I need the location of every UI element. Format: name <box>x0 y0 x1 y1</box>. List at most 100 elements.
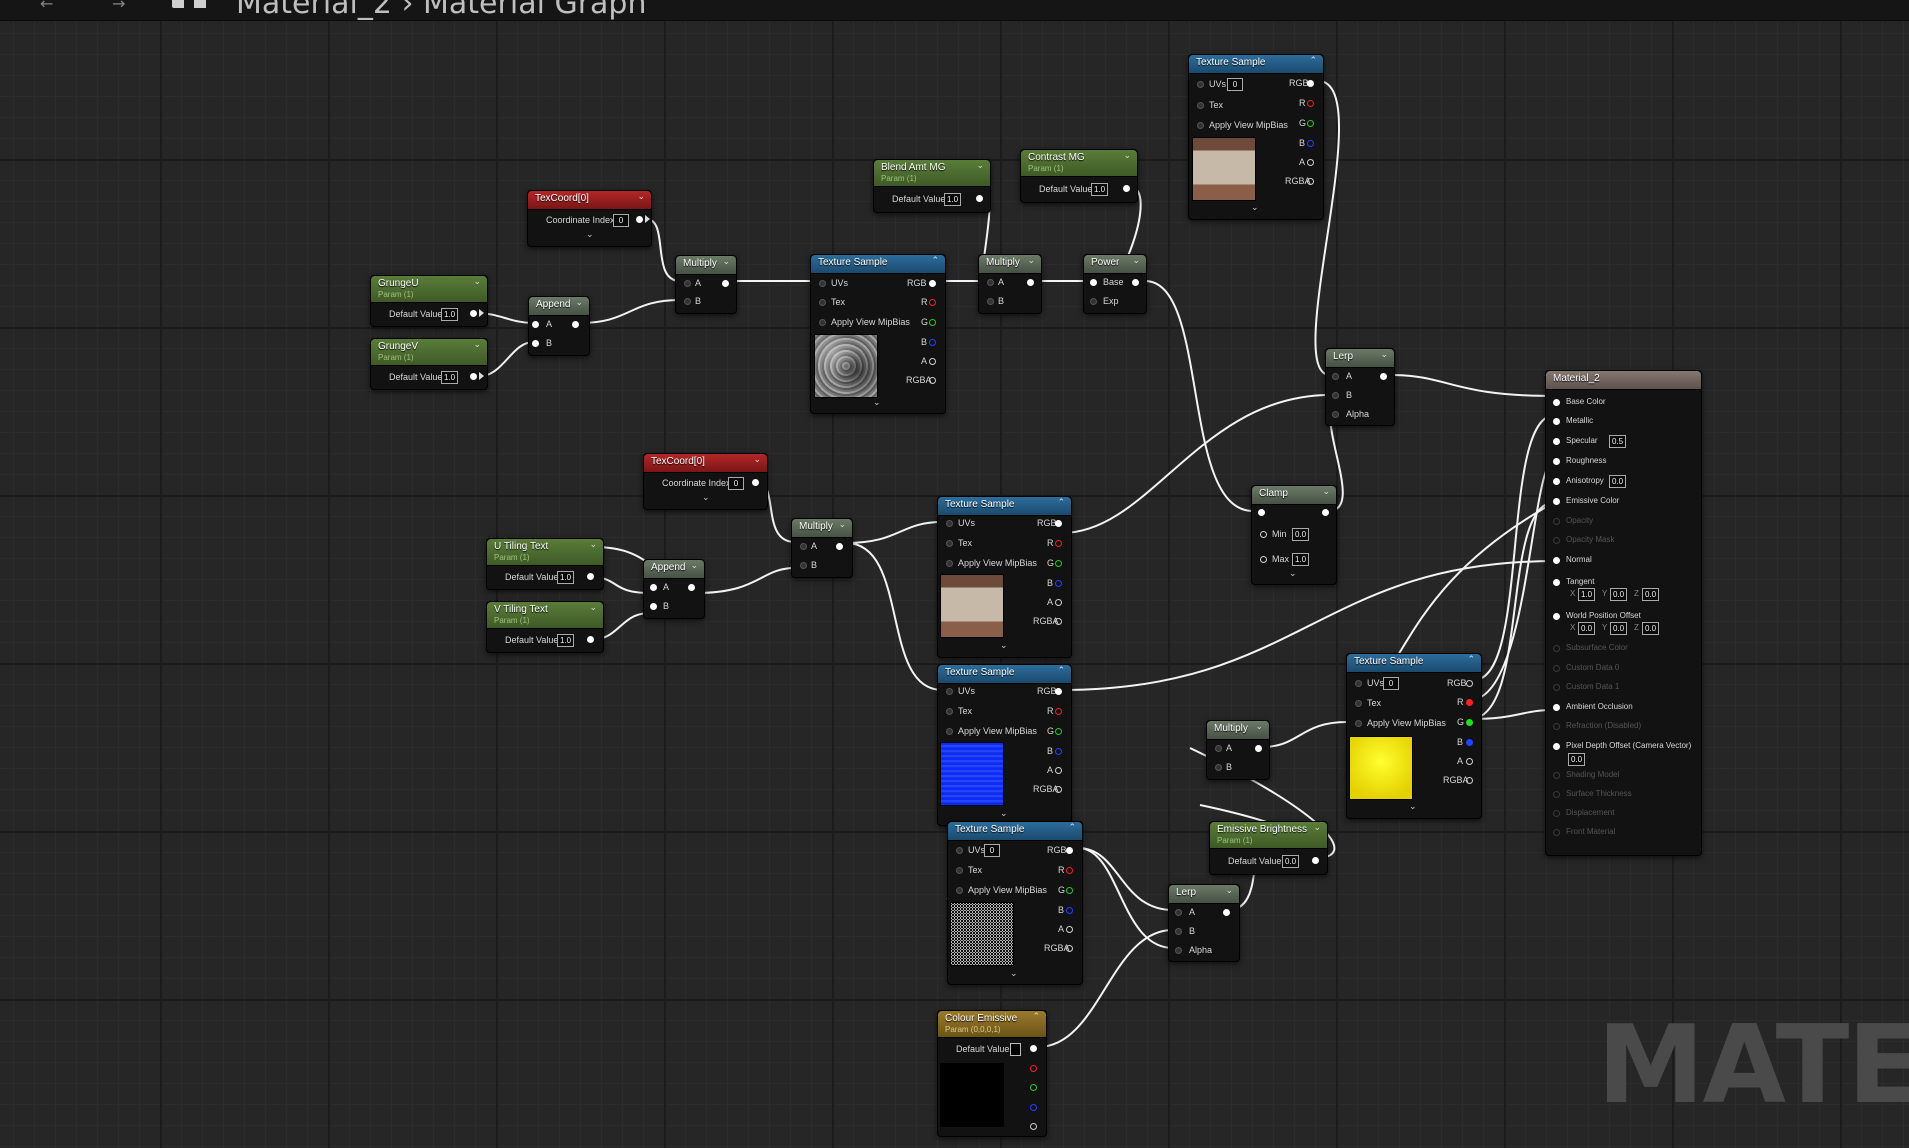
uvs-field[interactable]: 0 <box>984 844 1000 857</box>
back-arrow-icon[interactable]: ← <box>40 0 54 13</box>
chevron-down-icon[interactable]: ⌄ <box>753 455 761 465</box>
chevron-up-icon[interactable]: ⌃ <box>931 256 939 266</box>
b-output-pin[interactable] <box>1066 907 1073 914</box>
default-value-field[interactable]: 1.0 <box>944 193 962 206</box>
material-input-pin[interactable] <box>1553 438 1560 445</box>
r-output-pin[interactable] <box>1055 708 1062 715</box>
input-pin-a[interactable] <box>800 543 807 550</box>
texture-sample-yellow-node[interactable]: Texture Sample⌃ UVs 0 Tex Apply View Mip… <box>1346 653 1482 819</box>
material-input-pin[interactable] <box>1553 458 1560 465</box>
append-node-1[interactable]: Append⌄ A B <box>528 296 590 356</box>
texcoord-node-1[interactable]: TexCoord[0]⌄ Coordinate Index 0 ⌄ <box>527 190 652 247</box>
r-output-pin[interactable] <box>929 299 936 306</box>
chevron-down-icon[interactable]: ⌄ <box>722 257 730 267</box>
input-pin-b[interactable] <box>1215 764 1222 771</box>
tex-input-pin[interactable] <box>1197 102 1204 109</box>
r-output-pin[interactable] <box>1055 540 1062 547</box>
rgba-output-pin[interactable] <box>1055 786 1062 793</box>
input-pin-a[interactable] <box>650 584 657 591</box>
axis-value-field[interactable]: 0.0 <box>1578 622 1596 635</box>
chevron-down-icon[interactable]: ⌄ <box>1123 151 1131 161</box>
a-output-pin[interactable] <box>1466 758 1473 765</box>
lerp-node-2[interactable]: Lerp⌄ A B Alpha <box>1168 884 1240 962</box>
min-input-pin[interactable] <box>1260 531 1267 538</box>
g-output-pin[interactable] <box>1466 719 1473 726</box>
chevron-up-icon[interactable]: ⌃ <box>1032 1012 1040 1022</box>
b-output-pin[interactable] <box>1466 739 1473 746</box>
uvs-input-pin[interactable] <box>1197 81 1204 88</box>
input-pin-a[interactable] <box>532 321 539 328</box>
rgb-output-pin[interactable] <box>1466 680 1473 687</box>
input-pin-a[interactable] <box>1175 909 1182 916</box>
uvs-input-pin[interactable] <box>946 688 953 695</box>
input-pin-b[interactable] <box>684 298 691 305</box>
material-input-pin[interactable] <box>1553 399 1560 406</box>
b-output-pin[interactable] <box>1055 748 1062 755</box>
rgba-output-pin[interactable] <box>1307 178 1314 185</box>
default-value-field[interactable]: 1.0 <box>1091 183 1109 196</box>
material-input-pin[interactable] <box>1553 791 1560 798</box>
output-pin[interactable] <box>688 584 695 591</box>
material-input-pin[interactable] <box>1553 518 1560 525</box>
b-output-pin[interactable] <box>929 339 936 346</box>
input-pin-b[interactable] <box>1175 928 1182 935</box>
r-output-pin[interactable] <box>1066 867 1073 874</box>
chevron-down-icon[interactable]: ⌄ <box>1225 886 1233 896</box>
axis-value-field[interactable]: 0.0 <box>1642 588 1660 601</box>
chevron-down-icon[interactable]: ⌄ <box>637 192 645 202</box>
b-output-pin[interactable] <box>1055 580 1062 587</box>
rgba-output-pin[interactable] <box>1066 945 1073 952</box>
output-pin[interactable] <box>1132 279 1139 286</box>
chevron-down-icon[interactable]: ⌄ <box>473 277 481 287</box>
input-pin-b[interactable] <box>650 603 657 610</box>
material-input-pin[interactable] <box>1553 704 1560 711</box>
mipbias-input-pin[interactable] <box>946 728 953 735</box>
output-pin[interactable] <box>587 636 594 643</box>
material-input-pin[interactable] <box>1553 743 1560 750</box>
output-pin[interactable] <box>722 280 729 287</box>
expand-chevron-icon[interactable]: ⌄ <box>1289 569 1297 579</box>
uvs-input-pin[interactable] <box>819 280 826 287</box>
rgb-output-pin[interactable] <box>1030 1045 1037 1052</box>
output-pin[interactable] <box>1312 857 1319 864</box>
material-input-pin[interactable] <box>1553 537 1560 544</box>
chevron-down-icon[interactable]: ⌄ <box>838 520 846 530</box>
default-value-field[interactable]: 1.0 <box>557 634 575 647</box>
chevron-down-icon[interactable]: ⌄ <box>589 603 597 613</box>
rgba-output-pin[interactable] <box>1055 618 1062 625</box>
rgb-output-pin[interactable] <box>1066 847 1073 854</box>
axis-value-field[interactable]: 0.0 <box>1610 588 1628 601</box>
material-input-pin[interactable] <box>1553 478 1560 485</box>
rgb-output-pin[interactable] <box>1055 520 1062 527</box>
chevron-down-icon[interactable]: ⌄ <box>575 298 583 308</box>
power-node[interactable]: Power⌄ Base Exp <box>1083 254 1147 314</box>
r-output-pin[interactable] <box>1030 1065 1037 1072</box>
alpha-input-pin[interactable] <box>1175 947 1182 954</box>
rgb-output-pin[interactable] <box>929 280 936 287</box>
texture-sample-pattern-node[interactable]: Texture Sample⌃ UVs 0 Tex Apply View Mip… <box>947 821 1083 985</box>
material-pin-value-field[interactable]: 0.5 <box>1609 435 1627 448</box>
input-pin-b[interactable] <box>532 340 539 347</box>
g-output-pin[interactable] <box>1030 1084 1037 1091</box>
expand-chevron-icon[interactable]: ⌄ <box>1000 641 1008 651</box>
rgb-output-pin[interactable] <box>1307 80 1314 87</box>
breadcrumb[interactable]: Material_2 › Material Graph <box>236 0 647 21</box>
uvs-field[interactable]: 0 <box>1383 677 1399 690</box>
r-output-pin[interactable] <box>1307 100 1314 107</box>
output-pin[interactable] <box>636 216 643 223</box>
rgb-output-pin[interactable] <box>1055 688 1062 695</box>
forward-arrow-icon[interactable]: → <box>112 0 126 13</box>
expand-chevron-icon[interactable]: ⌄ <box>586 230 594 240</box>
material-pin-value-field[interactable]: 0.0 <box>1568 753 1586 766</box>
chevron-down-icon[interactable]: ⌄ <box>1255 722 1263 732</box>
output-pin[interactable] <box>470 373 477 380</box>
material-input-pin[interactable] <box>1553 810 1560 817</box>
output-pin[interactable] <box>572 321 579 328</box>
mipbias-input-pin[interactable] <box>1355 720 1362 727</box>
output-pin[interactable] <box>1223 909 1230 916</box>
